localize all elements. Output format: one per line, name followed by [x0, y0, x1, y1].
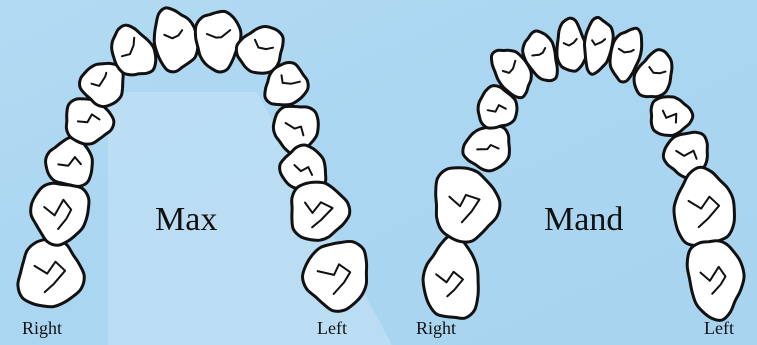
max-arch-label: Max — [155, 201, 217, 238]
mand-arch-label: Mand — [544, 201, 623, 238]
mand-left-label: Left — [704, 318, 734, 338]
mand-right-label: Right — [416, 318, 456, 338]
max-right-label: Right — [22, 318, 62, 338]
max-left-label: Left — [317, 318, 347, 338]
